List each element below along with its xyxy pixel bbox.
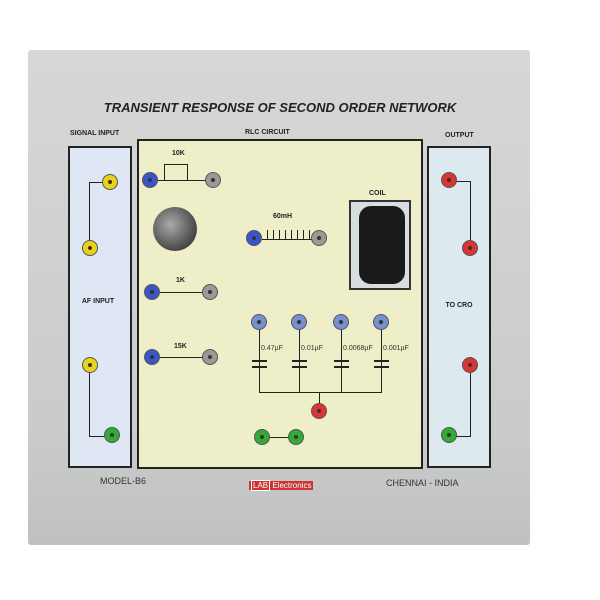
capacitor-jack[interactable] bbox=[374, 315, 388, 329]
inductor-symbol bbox=[262, 230, 312, 240]
ground-jack-2[interactable] bbox=[289, 430, 303, 444]
af-input-jack-3[interactable] bbox=[83, 358, 97, 372]
board-title: TRANSIENT RESPONSE OF SECOND ORDER NETWO… bbox=[103, 100, 457, 115]
capacitor-jack[interactable] bbox=[252, 315, 266, 329]
capacitor-label: 0.01µF bbox=[301, 345, 323, 352]
to-cro-label: TO CRO bbox=[445, 302, 473, 309]
capacitor-label: 0.001µF bbox=[383, 345, 409, 352]
ground-jack-right[interactable] bbox=[442, 428, 456, 442]
rlc-panel bbox=[137, 139, 423, 469]
pot-label: 10K bbox=[172, 150, 185, 157]
af-input-jack-2[interactable] bbox=[83, 241, 97, 255]
pot-jack-a[interactable] bbox=[143, 173, 157, 187]
r2-jack-a[interactable] bbox=[145, 350, 159, 364]
model-label: MODEL-B6 bbox=[100, 476, 147, 486]
output-jack-1[interactable] bbox=[442, 173, 456, 187]
brand-logo: LAB Electronics bbox=[249, 480, 314, 491]
af-input-jack-1[interactable] bbox=[103, 175, 117, 189]
coil-label: COIL bbox=[369, 190, 386, 197]
ground-jack-left[interactable] bbox=[105, 428, 119, 442]
output-panel bbox=[427, 146, 491, 468]
capacitor-common-jack[interactable] bbox=[312, 404, 326, 418]
potentiometer-knob[interactable] bbox=[153, 207, 197, 251]
signal-input-panel bbox=[68, 146, 132, 468]
signal-input-label: SIGNAL INPUT bbox=[70, 130, 120, 137]
location-label: CHENNAI - INDIA bbox=[386, 478, 459, 488]
output-jack-3[interactable] bbox=[463, 358, 477, 372]
ground-jack-1[interactable] bbox=[255, 430, 269, 444]
capacitor-label: 0.47µF bbox=[261, 345, 283, 352]
inductor-jack-a[interactable] bbox=[247, 231, 261, 245]
coil-holder bbox=[349, 200, 411, 290]
r2-label: 15K bbox=[174, 343, 187, 350]
r1-jack-a[interactable] bbox=[145, 285, 159, 299]
pot-jack-b[interactable] bbox=[206, 173, 220, 187]
af-input-label: AF INPUT bbox=[81, 298, 115, 305]
capacitor-label: 0.0068µF bbox=[343, 345, 373, 352]
r1-jack-b[interactable] bbox=[203, 285, 217, 299]
rlc-label: RLC CIRCUIT bbox=[245, 129, 290, 136]
inductor-label: 60mH bbox=[273, 213, 293, 220]
inductor-jack-b[interactable] bbox=[312, 231, 326, 245]
output-label: OUTPUT bbox=[445, 132, 474, 139]
r2-jack-b[interactable] bbox=[203, 350, 217, 364]
r1-label: 1K bbox=[176, 277, 185, 284]
capacitor-jack[interactable] bbox=[292, 315, 306, 329]
capacitor-jack[interactable] bbox=[334, 315, 348, 329]
output-jack-2[interactable] bbox=[463, 241, 477, 255]
